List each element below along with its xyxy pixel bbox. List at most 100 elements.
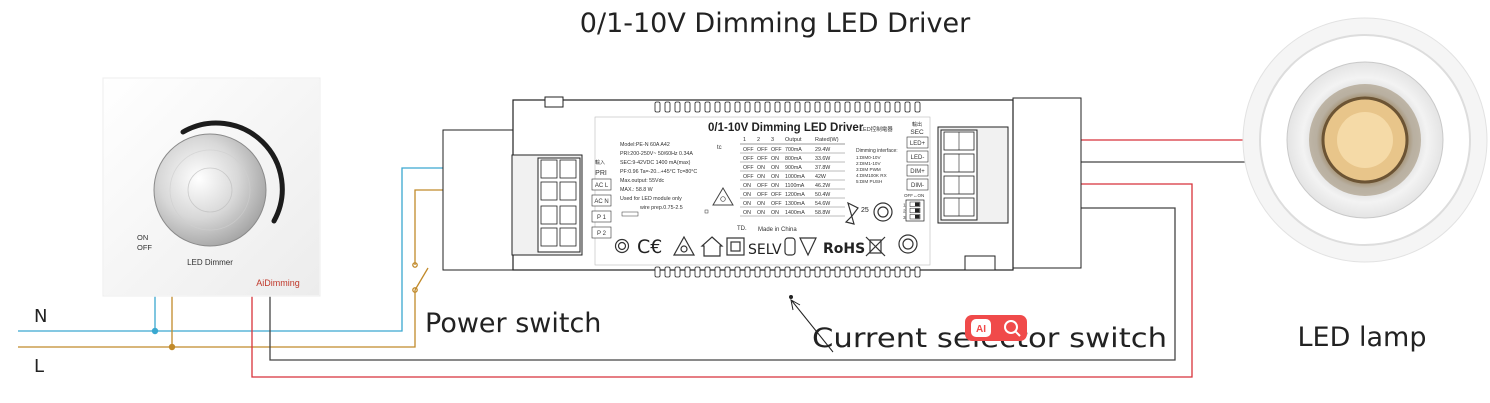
table-cell: 700mA xyxy=(785,147,802,153)
vent-slot xyxy=(884,266,891,278)
table-header: 2 xyxy=(757,137,760,143)
table-cell: ON xyxy=(757,201,765,207)
sec-terminal-label: DIM+ xyxy=(910,169,925,175)
live-junction xyxy=(168,343,176,351)
vent-slot xyxy=(774,101,781,113)
made-in-label: Made in China xyxy=(758,227,797,233)
terminal-screw[interactable] xyxy=(540,205,558,225)
terminal-screw[interactable] xyxy=(540,227,558,247)
vent-slot xyxy=(734,266,741,278)
vent-slot xyxy=(844,101,851,113)
tc-mark: tc xyxy=(717,145,722,151)
search-icon[interactable] xyxy=(1004,320,1021,337)
table-cell: 54.6W xyxy=(815,201,830,207)
vent-slot xyxy=(684,101,691,113)
sec-terminal-block xyxy=(937,126,1009,224)
spec-line: SEC:9-42VDC 1400 mA(max) xyxy=(620,160,691,166)
table-cell: OFF xyxy=(757,192,768,198)
dip-switch-number: 1 xyxy=(903,203,906,208)
dimmer-knob[interactable] xyxy=(153,133,267,247)
vent-slot xyxy=(914,266,921,278)
vent-slot xyxy=(884,101,891,113)
pri-terminal-block xyxy=(511,154,583,256)
sec-terminal-label: LED- xyxy=(911,155,925,161)
vent-slot xyxy=(684,266,691,278)
table-cell: 1200mA xyxy=(785,192,805,198)
table-cell: 58.8W xyxy=(815,210,830,216)
dim-plus-wire xyxy=(251,183,1193,378)
terminal-slot xyxy=(559,227,577,247)
vent-slot xyxy=(764,101,771,113)
table-cell: 1300mA xyxy=(785,201,805,207)
dip-switch[interactable]: OFF↔ON 123 xyxy=(903,193,925,222)
vent-slot xyxy=(814,101,821,113)
pri-terminal-box xyxy=(591,194,612,207)
table-cell: 50.4W xyxy=(815,192,830,198)
table-cell: ON xyxy=(743,183,751,189)
td-label: TD. xyxy=(737,226,747,232)
table-cell: 29.4W xyxy=(815,147,830,153)
driver-header: 0/1-10V Dimming LED Driver xyxy=(708,122,864,134)
vent-slot xyxy=(864,266,871,278)
vent-slot xyxy=(894,101,901,113)
table-cell: 800mA xyxy=(785,156,802,162)
vent-slot xyxy=(754,101,761,113)
dim-minus-wire xyxy=(269,207,1176,361)
vent-slot xyxy=(874,266,881,278)
table-cell: ON xyxy=(743,192,751,198)
spec-line: wire prep.0.75-2.5 xyxy=(640,205,683,211)
spec-line: Used for LED module only xyxy=(620,196,682,202)
table-cell: 1400mA xyxy=(785,210,805,216)
pri-terminal-box xyxy=(591,210,612,223)
dip-switch-lever[interactable] xyxy=(915,214,920,219)
ai-icon[interactable]: AI xyxy=(971,319,991,337)
dimmer-name: LED Dimmer xyxy=(187,258,233,267)
sec-terminal-label: DIM- xyxy=(911,183,924,189)
table-cell: OFF xyxy=(743,165,754,171)
table-cell: 33.6W xyxy=(815,156,830,162)
dip-switch-lever[interactable] xyxy=(915,208,920,213)
table-cell: ON xyxy=(771,165,779,171)
vent-slot xyxy=(724,266,731,278)
vent-slot xyxy=(654,266,661,278)
selector-pointer-arrow xyxy=(790,299,834,353)
dip-switch-lever[interactable] xyxy=(915,202,920,207)
vent-slot xyxy=(704,101,711,113)
vent-slot xyxy=(864,101,871,113)
live-label: L xyxy=(34,356,44,377)
table-header: Output xyxy=(785,137,802,143)
table-cell: 1000mA xyxy=(785,174,805,180)
vent-slot xyxy=(704,266,711,278)
pri-terminal-label: AC L xyxy=(595,183,609,189)
table-cell: OFF xyxy=(757,156,768,162)
terminal-screw[interactable] xyxy=(540,181,558,201)
vent-slot xyxy=(854,101,861,113)
led-driver: 0/1-10V Dimming LED Driver LED控制電器 tc 輸入… xyxy=(442,96,1082,278)
table-cell: OFF xyxy=(771,147,782,153)
table-cell: ON xyxy=(757,174,765,180)
diagram-title: 0/1-10V Dimming LED Driver xyxy=(580,8,971,39)
power-switch-symbol xyxy=(412,262,429,293)
terminal-screw[interactable] xyxy=(540,159,558,179)
table-cell: ON xyxy=(771,183,779,189)
selector-pointer-dot xyxy=(789,295,793,299)
table-header: 1 xyxy=(743,137,746,143)
hazard-icon xyxy=(712,187,734,206)
vent-slot xyxy=(664,101,671,113)
dimming-interface-line: 5:DIM PUSH xyxy=(856,179,882,184)
indoor-use-icon xyxy=(700,236,724,257)
vent-slot xyxy=(844,266,851,278)
sec-cn-label: 輸出 xyxy=(912,121,922,128)
table-cell: 1100mA xyxy=(785,183,805,189)
led-lamp-label: LED lamp xyxy=(1298,322,1427,353)
vent-slot xyxy=(874,101,881,113)
vent-slot xyxy=(904,101,911,113)
vent-slot xyxy=(794,101,801,113)
overlay-badge[interactable]: AI xyxy=(965,315,1027,341)
table-cell: ON xyxy=(743,210,751,216)
vent-slot xyxy=(654,101,661,113)
vent-slot xyxy=(794,266,801,278)
ce-icon: C€ xyxy=(637,236,662,258)
table-cell: OFF xyxy=(757,183,768,189)
